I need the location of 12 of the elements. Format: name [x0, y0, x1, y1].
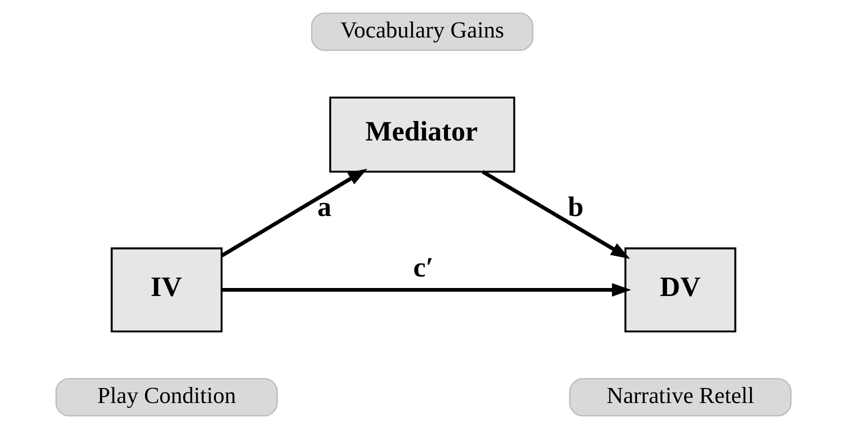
- arrow: [220, 168, 367, 258]
- edge-label: c′: [412, 252, 434, 284]
- arrow: [221, 283, 631, 297]
- edge-label: b: [567, 192, 584, 223]
- arrow: [481, 170, 630, 259]
- node-box: IV: [110, 247, 222, 332]
- edge-label: a: [316, 192, 331, 223]
- node-label: Vocabulary Gains: [340, 17, 504, 42]
- node-label: Narrative Retell: [606, 382, 754, 408]
- node-label: Play Condition: [96, 382, 236, 408]
- node-box: DV: [624, 247, 736, 332]
- node-box: Mediator: [328, 96, 515, 173]
